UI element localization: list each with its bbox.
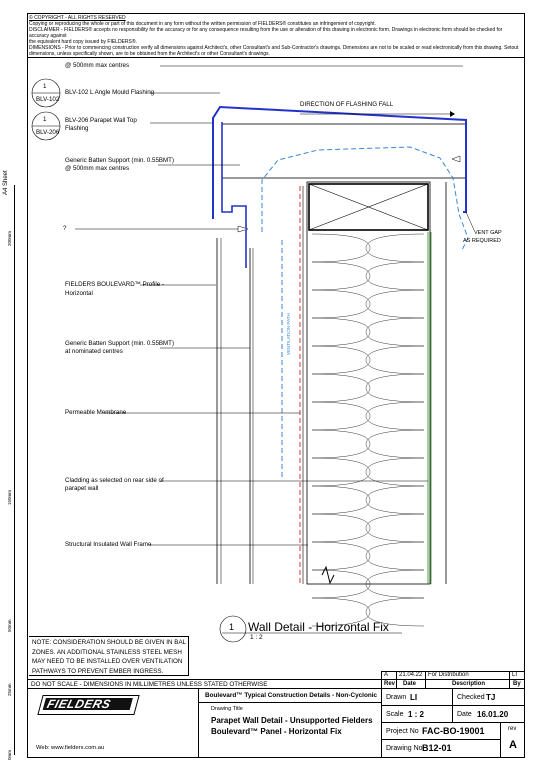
ember-note: NOTE: CONSIDERATION SHOULD BE GIVEN IN B…	[29, 636, 189, 676]
callout-blv206-2: Flashing	[65, 125, 89, 132]
detail-title: Wall Detail - Horizontal Fix	[248, 620, 389, 634]
logo-cell: FIELDERS Web: www.fielders.com.au	[27, 688, 199, 758]
header-divider	[27, 57, 525, 58]
callout-batten-top: Generic Batten Support (min. 0.55BMT)	[65, 157, 175, 164]
drawn-cell: Drawn LI	[381, 688, 453, 706]
drawing-title-label: Drawing Title	[211, 706, 243, 712]
checked-cell: Checked TJ	[452, 688, 525, 706]
rev-cell-big: rev A	[500, 722, 525, 758]
frame-right	[524, 13, 525, 679]
flashing-fall-label: DIRECTION OF FLASHING FALL	[300, 101, 394, 108]
callout-batten-top-2: @ 500mm max centres	[65, 165, 130, 172]
frame-top	[27, 13, 525, 14]
parapet-flashing	[212, 105, 467, 219]
note-line: ZONES. AN ADDITIONAL STAINLESS STEEL MES…	[32, 648, 182, 656]
callout-batten-nominated: Generic Batten Support (min. 0.55BMT)	[65, 340, 175, 347]
copyright-line: Copying or reproducing the whole or part…	[29, 21, 376, 27]
break-line	[321, 565, 335, 585]
callout-batten-centres: @ 500mm max centres	[65, 62, 130, 69]
detail-bubble	[219, 615, 247, 643]
top-plate-cross	[308, 183, 429, 231]
note-line: PATHWAYS TO PREVENT EMBER INGRESS.	[32, 667, 164, 675]
ventilation-path-label: VENTILATION PATH	[286, 313, 291, 355]
note-line: MAY NEED TO BE INSTALLED OVER VENTILATIO…	[32, 658, 183, 665]
drawing-no-cell: Drawing No B12-01	[381, 739, 501, 758]
dimensions-line: dimensions, unless specifically shown, a…	[29, 51, 270, 57]
bubble-blv206-num: 1	[43, 116, 47, 123]
detail-scale: 1 : 2	[250, 634, 263, 641]
series-cell: Boulevard™ Typical Construction Details …	[198, 688, 382, 703]
ruler	[12, 185, 20, 755]
callout-profile: FIELDERS BOULEVARD™ Profile -	[65, 281, 164, 288]
disclaimer-line: DISCLAIMER - FIELDERS® accepts no respon…	[29, 27, 503, 39]
fall-arrowhead	[450, 111, 455, 117]
ruler-line	[14, 185, 15, 755]
vent-gap-label-2: AS REQUIRED	[463, 238, 501, 244]
bubble-blv206-ref: BLV-206	[36, 129, 60, 136]
wall-frame-outline	[306, 181, 431, 585]
insulation-pattern	[311, 233, 371, 627]
callout-membrane: Permeable Membrane	[65, 409, 127, 416]
website: Web: www.fielders.com.au	[36, 745, 105, 751]
vent-gap-label: VENT GAP	[474, 230, 502, 236]
callout-cladding-2: parapet wall	[65, 485, 99, 492]
copyright-line: © COPYRIGHT - ALL RIGHTS RESERVED	[29, 15, 126, 21]
drawing-title-cell: Drawing Title Parapet Wall Detail - Unsu…	[198, 702, 382, 758]
callout-blv102: BLV-102 L Angle Mould Flashing	[65, 89, 155, 96]
detail-number: 1	[229, 622, 235, 632]
callout-profile-2: Horizontal	[65, 290, 93, 297]
disclaimer-line: the equivalent hard copy issued by FIELD…	[29, 39, 137, 45]
drawing-title-2: Boulevard™ Panel - Horizontal Fix	[211, 727, 342, 736]
screw	[451, 155, 461, 163]
fielders-logo: FIELDERS	[37, 695, 140, 715]
scale-cell: Scale 1 : 2	[381, 705, 453, 723]
callout-blv206: BLV-206 Parapet Wall Top	[65, 117, 137, 124]
bubble-blv102-num: 1	[43, 83, 47, 90]
copyright-block: © COPYRIGHT - ALL RIGHTS RESERVED Copyin…	[29, 15, 523, 57]
project-cell: Project No FAC-BO-19001	[381, 722, 501, 740]
angle-mould-flashing	[221, 122, 247, 268]
bubble-blv102-ref: BLV-102	[36, 96, 60, 103]
ventilation-path	[261, 146, 469, 251]
top-plate	[308, 183, 429, 231]
frame-left	[27, 13, 28, 758]
callout-cladding: Cladding as selected on rear side of	[65, 477, 164, 484]
callout-wall-frame: Structural Insulated Wall Frame	[65, 541, 152, 548]
leader-lines	[75, 65, 475, 546]
callout-question: ?	[63, 225, 67, 232]
callout-batten-nominated-2: at nominated centres	[65, 348, 123, 355]
note-line: NOTE: CONSIDERATION SHOULD BE GIVEN IN B…	[32, 639, 187, 646]
insulation-pattern	[365, 233, 425, 627]
date-cell: Date 16.01.20	[452, 705, 525, 723]
capping-batten	[221, 123, 467, 179]
dimensions-line: DIMENSIONS - Prior to commencing constru…	[29, 45, 519, 51]
drawing-title-1: Parapet Wall Detail - Unsupported Fielde…	[211, 716, 373, 725]
